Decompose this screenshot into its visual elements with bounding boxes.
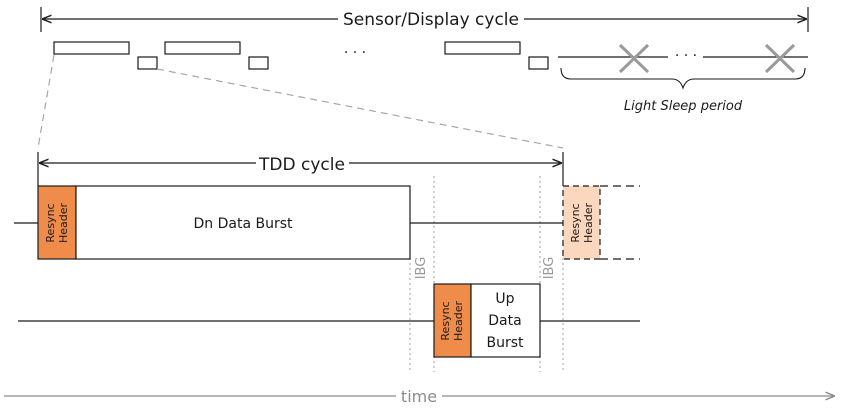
resync-header-box: [433, 283, 472, 358]
up-data-burst-label: Up: [495, 291, 514, 307]
uplink-row: Resync Header Up Data Burst: [18, 283, 640, 358]
light-sleep-brace: [560, 67, 806, 90]
downlink-row: Resync Header Dn Data Burst Resync Heade…: [14, 185, 640, 260]
ibg-label: IBG: [542, 257, 557, 280]
up-data-burst-label: Burst: [486, 335, 524, 351]
light-sleep-label: Light Sleep period: [624, 99, 743, 114]
dn-data-burst-label: Dn Data Burst: [194, 216, 294, 232]
cross-icon: [764, 43, 796, 74]
up-slot: [248, 56, 269, 70]
resync-header-label: Header: [452, 301, 465, 342]
resync-header-label: Header: [57, 203, 70, 244]
light-sleep-line: [558, 43, 808, 74]
ellipsis-slots: · · ·: [344, 45, 366, 61]
dn-data-burst-box: [75, 185, 411, 260]
next-resync-header-box: [562, 185, 601, 260]
cross-icon: [618, 43, 650, 74]
ibg-label: IBG: [414, 257, 429, 280]
dn-slot: [53, 41, 130, 55]
dn-slot: [444, 41, 521, 55]
resync-header-label: Resync: [44, 203, 57, 242]
resync-header-label: Resync: [439, 301, 452, 340]
ellipsis-sleep: · · ·: [675, 48, 697, 64]
ibg-guides: [409, 176, 564, 372]
up-slot: [137, 56, 158, 70]
slot-sequence: [53, 41, 549, 70]
up-data-burst-box: [470, 283, 541, 358]
dn-slot: [164, 41, 241, 55]
resync-header-label: Resync: [569, 203, 582, 242]
resync-header-label: Header: [582, 203, 595, 244]
sensor-display-cycle-label: Sensor/Display cycle: [343, 10, 519, 30]
zoom-guides: [37, 54, 564, 149]
up-data-burst-label: Data: [488, 313, 521, 329]
tdd-cycle-label: TDD cycle: [258, 155, 345, 175]
up-slot: [528, 56, 549, 70]
time-label: time: [401, 387, 437, 406]
